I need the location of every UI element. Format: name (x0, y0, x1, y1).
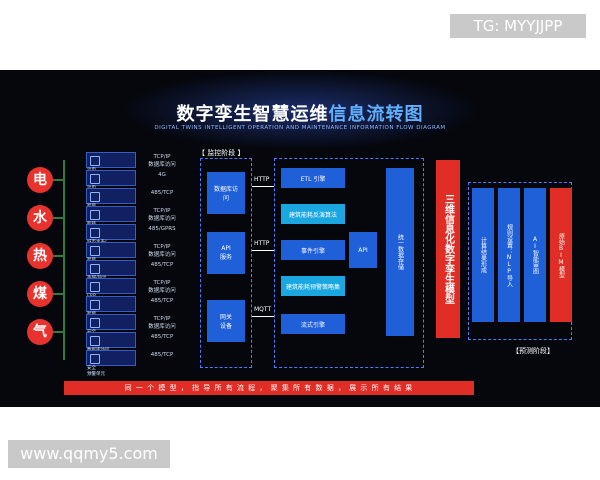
device-item: 智能 控制 (86, 296, 136, 323)
unified-storage-label: 统一数据存储 (396, 234, 404, 270)
watermark-tg: TG: MYYJJPP (450, 14, 586, 38)
device-item: 计电 系统 (86, 152, 136, 179)
predict-stage-label: 【预测阶段】 (512, 347, 554, 355)
device-icon (90, 264, 100, 274)
connector (53, 217, 63, 219)
device-icon (90, 336, 100, 346)
collect-api-service: API 服务 (207, 232, 245, 274)
title-part-b: 信息流转图 (328, 104, 424, 125)
engine-energy-inversion-label: 建筑能耗反演算法 (288, 211, 337, 219)
engine-event-label: 事件引擎 (300, 247, 325, 255)
output-results: 计算结果形成 (472, 188, 494, 322)
output-bim-model: 原始BIM模型 (550, 188, 572, 322)
device-item: ERP 数据库访问 (86, 278, 136, 305)
protocol-label: 485/TCP (150, 352, 174, 358)
protocol-label: TCP/IP 数据库访问 (148, 208, 176, 222)
api-node-label: API (358, 246, 368, 254)
collect-db-label: 数据库访 问 (213, 186, 238, 202)
engine-etl: ETL 引擎 (281, 168, 345, 188)
device-item: 安全 监测仪 (86, 314, 136, 341)
summary-banner: 同 一 个 模 型 ， 指 导 所 有 流 程 ， 聚 集 所 有 数 据 ， … (64, 381, 474, 395)
digital-twin-model: 三维信息化数字孪生模型 (436, 160, 460, 338)
protocol-label: 485/TCP (150, 262, 174, 268)
output-rules-nlp-label: 规则设置：NLP导入 (505, 223, 513, 287)
engine-energy-alert: 建筑能耗预警策略集 (281, 276, 345, 296)
protocol-label: TCP/IP 数据库访问 (148, 316, 176, 330)
connector (53, 255, 63, 257)
title-glow (120, 70, 480, 150)
collect-api-label: API 服务 (219, 245, 232, 261)
subtitle-part-b: INFORMATION FLOW DIAGRAM (349, 125, 446, 131)
device-item: 城市水表/ 流量计 (86, 224, 136, 251)
device-item: 安全 预警单元 (86, 350, 136, 377)
device-item: 能耗 系统 (86, 206, 136, 233)
device-item: 数据库访问 (86, 332, 136, 353)
energy-water: 水 (27, 205, 53, 231)
diagram-subtitle: DIGITAL TWINS INTELLIGENT OPERATION AND … (0, 125, 600, 131)
arrow-http-1: HTTP (254, 176, 270, 183)
engine-energy-inversion: 建筑能耗反演算法 (281, 204, 345, 224)
engine-stream-label: 流式引擎 (300, 321, 325, 329)
protocol-label: 485/TCP (150, 334, 174, 340)
collect-frame (200, 158, 252, 368)
protocol-label: TCP/IP 数据库访问 (148, 154, 176, 168)
arrow-line (252, 250, 274, 251)
arrow-line (252, 316, 274, 317)
diagram-panel: 数字孪生智慧运维信息流转图 DIGITAL TWINS INTELLIGENT … (0, 70, 600, 407)
device-item: 智能 水表 (86, 242, 136, 269)
device-icon (90, 246, 100, 256)
digital-twin-model-label: 三维信息化数字孪生模型 (442, 194, 454, 304)
output-bim-model-label: 原始BIM模型 (557, 232, 565, 278)
engine-etl-label: ETL 引擎 (300, 175, 326, 183)
device-icon (90, 228, 100, 238)
engine-event: 事件引擎 (281, 240, 345, 260)
device-icon (90, 354, 100, 364)
device-item: 智能 电表 (86, 188, 136, 215)
connector (53, 331, 63, 333)
output-ai-review: AI智能审图 (524, 188, 546, 322)
engine-frame (274, 158, 424, 368)
device-label: 安全 预警单元 (87, 366, 105, 377)
protocol-label: 4G (158, 172, 166, 178)
arrow-line (252, 186, 274, 187)
energy-gas: 气 (27, 319, 53, 345)
connector-vertical (63, 160, 65, 360)
output-ai-review-label: AI智能审图 (531, 236, 539, 274)
diagram-title: 数字孪生智慧运维信息流转图 (0, 100, 600, 126)
device-icon (90, 282, 100, 292)
protocol-label: TCP/IP 数据库访问 (148, 244, 176, 258)
output-results-label: 计算结果形成 (479, 237, 487, 273)
energy-electric: 电 (27, 167, 53, 193)
connector (53, 179, 63, 181)
device-item: 热网/热计 控制 (86, 260, 136, 287)
collect-gateway-label: 网关 设备 (219, 314, 232, 330)
engine-energy-alert-label: 建筑能耗预警策略集 (285, 283, 340, 291)
device-icon (90, 174, 100, 184)
energy-heat: 热 (27, 243, 53, 269)
arrow-mqtt: MQTT (254, 306, 272, 313)
api-node: API (349, 232, 377, 268)
watermark-site: www.qqmy5.com (8, 440, 170, 468)
protocol-label: 485/TCP (150, 190, 174, 196)
device-icon (90, 192, 100, 202)
protocol-label: TCP/IP 数据库访问 (148, 280, 176, 294)
output-rules-nlp: 规则设置：NLP导入 (498, 188, 520, 322)
unified-storage: 统一数据存储 (386, 168, 414, 336)
energy-coal: 煤 (27, 281, 53, 307)
device-item: 计电 采集 (86, 170, 136, 197)
device-icon (90, 300, 100, 310)
monitor-stage-label: 【 监控阶段 】 (198, 149, 245, 157)
device-icon (90, 210, 100, 220)
collect-gateway: 网关 设备 (207, 300, 245, 342)
device-icon (90, 156, 100, 166)
protocol-label: 485/TCP (150, 298, 174, 304)
collect-db-access: 数据库访 问 (207, 172, 245, 214)
device-icon (90, 318, 100, 328)
arrow-http-2: HTTP (254, 240, 270, 247)
protocol-label: 485/GPRS (148, 226, 176, 232)
engine-stream: 流式引擎 (281, 314, 345, 334)
connector (53, 293, 63, 295)
subtitle-part-a: DIGITAL TWINS INTELLIGENT OPERATION AND … (154, 125, 348, 131)
title-part-a: 数字孪生智慧运维 (176, 104, 329, 125)
